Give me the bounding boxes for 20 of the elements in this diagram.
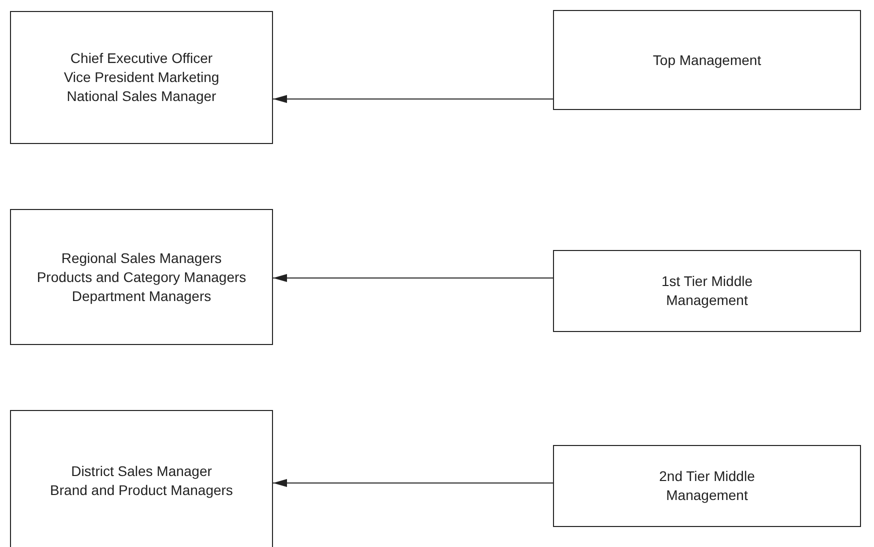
role-text: 1st Tier Middle Management xyxy=(660,272,754,310)
role-text: Vice President Marketing xyxy=(64,68,220,87)
role-text: Department Managers xyxy=(72,286,212,306)
role-text: National Sales Manager xyxy=(66,87,216,106)
role-text: 2nd Tier Middle Management xyxy=(658,467,756,505)
role-text: Chief Executive Officer xyxy=(70,49,213,68)
role-text: Brand and Product Managers xyxy=(50,480,233,500)
role-text: District Sales Manager xyxy=(71,462,212,480)
arrow xyxy=(272,95,554,103)
role-text: Top Management xyxy=(652,50,762,70)
role-box xyxy=(553,250,861,332)
role-box xyxy=(553,10,861,110)
role-box xyxy=(553,445,861,527)
role-box xyxy=(10,11,273,144)
role-box xyxy=(10,209,273,345)
role-box xyxy=(10,410,273,547)
arrow xyxy=(272,274,554,282)
role-text: Regional Sales Managers xyxy=(61,248,222,268)
role-text: Products and Category Managers xyxy=(36,268,246,286)
arrow xyxy=(272,479,554,487)
